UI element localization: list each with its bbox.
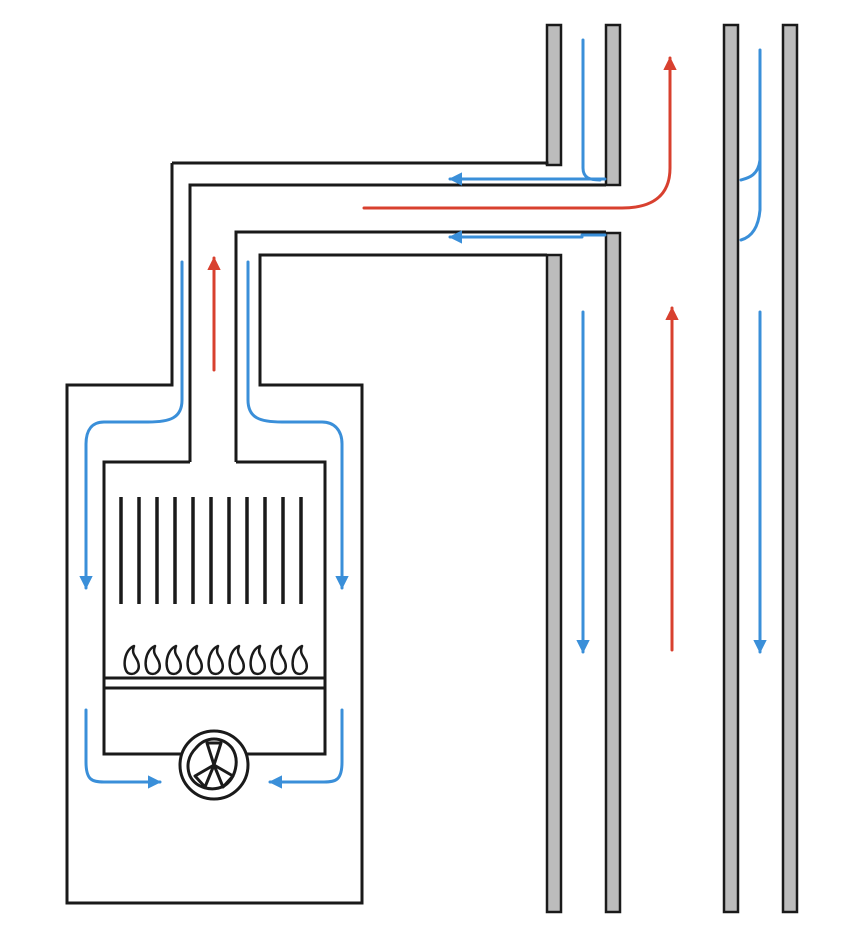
burner-plate <box>104 676 325 690</box>
exhaust-flows <box>207 56 679 652</box>
fan-rotor-outline <box>186 737 238 791</box>
flame-icon <box>165 644 182 676</box>
air-down-casing-left <box>79 260 184 590</box>
flame-icon <box>291 644 308 676</box>
fan-icon <box>178 729 250 801</box>
burner <box>123 644 308 676</box>
flame-icon <box>249 644 266 676</box>
flame-icon <box>228 644 245 676</box>
chimney-wall-1-lower <box>545 253 563 914</box>
chimney-wall-1-upper <box>545 23 563 167</box>
chimney-walls <box>545 23 799 914</box>
air-down-chimney-upper <box>739 48 762 242</box>
combustion-chamber <box>102 460 327 756</box>
air-inlet-lower-arrow <box>450 235 607 237</box>
fan-blade <box>205 741 223 767</box>
flame-icon <box>144 644 161 676</box>
fresh-air-flows <box>79 38 767 789</box>
exhaust-through-wall-arrow <box>362 56 677 210</box>
flame-icon <box>186 644 203 676</box>
chimney-wall-3 <box>722 23 740 914</box>
chimney-wall-4 <box>781 23 799 914</box>
fan-blade <box>193 763 216 789</box>
coaxial-flue-inner-pipe <box>188 183 606 462</box>
heat-exchanger <box>119 497 303 604</box>
flame-icon <box>270 644 287 676</box>
air-down-casing-right <box>246 260 349 590</box>
air-to-fan-left <box>84 708 162 789</box>
flame-icon <box>207 644 224 676</box>
air-to-fan-right <box>268 708 344 789</box>
flame-icon <box>123 644 140 676</box>
chimney-wall-2-upper <box>604 23 622 187</box>
boiler-casing-body <box>65 383 364 905</box>
air-down-duct-upper <box>581 38 602 182</box>
chimney-wall-2-lower <box>604 231 622 914</box>
